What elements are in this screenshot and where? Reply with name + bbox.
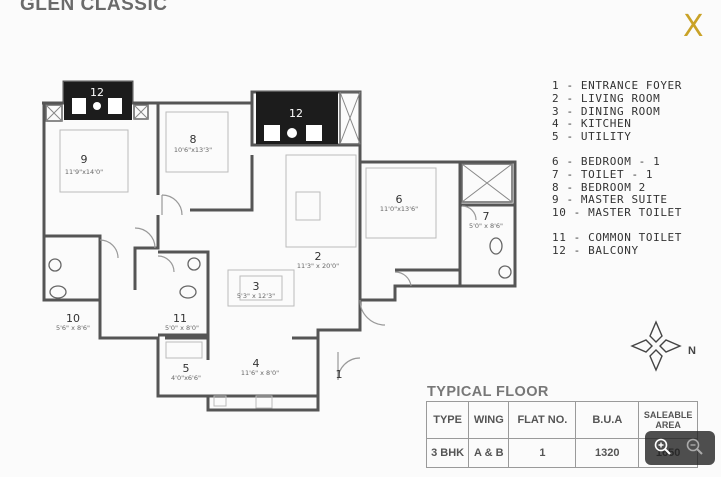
room-dim-3: 5'3" x 12'3" (237, 292, 275, 300)
header-wing: WING (468, 401, 510, 439)
zoom-controls (645, 431, 715, 465)
room-label-1: 1 (336, 368, 343, 381)
header-flat-no: FLAT NO. (508, 401, 577, 439)
room-label-4: 4 (253, 357, 260, 370)
legend-item: 4 - KITCHEN (552, 117, 632, 131)
room-label-9: 9 (81, 153, 88, 166)
table-row: 3 BHK A & B 1 1320 1650 (425, 438, 698, 468)
legend-item: 5 - UTILITY (552, 130, 632, 144)
legend-item: 12 - BALCONY (552, 243, 639, 257)
room-dim-2: 11'3" x 20'0" (297, 262, 339, 270)
header-type: TYPE (425, 401, 470, 439)
legend-item: 7 - TOILET - 1 (552, 167, 654, 181)
room-dim-7: 5'0" x 8'6" (469, 222, 503, 230)
close-icon[interactable]: X (683, 9, 704, 44)
legend-item: 8 - BEDROOM 2 (552, 180, 646, 194)
room-dim-9: 11'9"x14'0" (65, 168, 103, 176)
room-label-6: 6 (396, 193, 403, 206)
room-dim-6: 11'0"x13'6" (380, 205, 418, 213)
value-flat-no: 1 (508, 438, 577, 468)
zoom-out-icon[interactable] (685, 437, 705, 457)
room-label-12a: 12 (90, 86, 104, 99)
unit-info-table: TYPE WING FLAT NO. B.U.A SALEABLE AREA 3… (425, 401, 698, 468)
zoom-in-icon[interactable] (653, 437, 673, 457)
legend-item: 10 - MASTER TOILET (552, 206, 683, 220)
room-label-12b: 12 (289, 107, 303, 120)
room-dim-8: 10'6"x13'3" (174, 146, 212, 154)
header-bua: B.U.A (575, 401, 640, 439)
value-bua: 1320 (575, 438, 640, 468)
legend-item: 11 - COMMON TOILET (552, 230, 683, 244)
legend-item: 1 - ENTRANCE FOYER (552, 79, 683, 92)
compass-north-label: N (688, 345, 696, 357)
legend-item: 3 - DINING ROOM (552, 104, 661, 118)
room-dim-10: 5'6" x 8'6" (56, 324, 90, 332)
room-legend: 1 - ENTRANCE FOYER 2 - LIVING ROOM 3 - D… (552, 79, 683, 258)
value-type: 3 BHK (425, 438, 470, 468)
room-label-8: 8 (190, 133, 197, 146)
room-label-7: 7 (483, 210, 490, 223)
room-dim-11: 5'0" x 8'0" (165, 324, 199, 332)
room-label-11: 11 (173, 312, 187, 325)
value-wing: A & B (468, 438, 510, 468)
room-dim-4: 11'6" x 8'0" (241, 369, 279, 377)
room-dim-5: 4'0"x6'6" (171, 374, 201, 382)
legend-item: 2 - LIVING ROOM (552, 91, 661, 105)
room-label-5: 5 (183, 362, 190, 375)
room-label-10: 10 (66, 312, 80, 325)
legend-item: 9 - MASTER SUITE (552, 193, 668, 207)
room-label-3: 3 (253, 280, 260, 293)
typical-floor-heading: TYPICAL FLOOR (427, 384, 549, 400)
room-label-2: 2 (315, 250, 322, 263)
legend-item: 6 - BEDROOM - 1 (552, 154, 661, 168)
plan-title: GLEN CLASSIC (20, 0, 168, 15)
